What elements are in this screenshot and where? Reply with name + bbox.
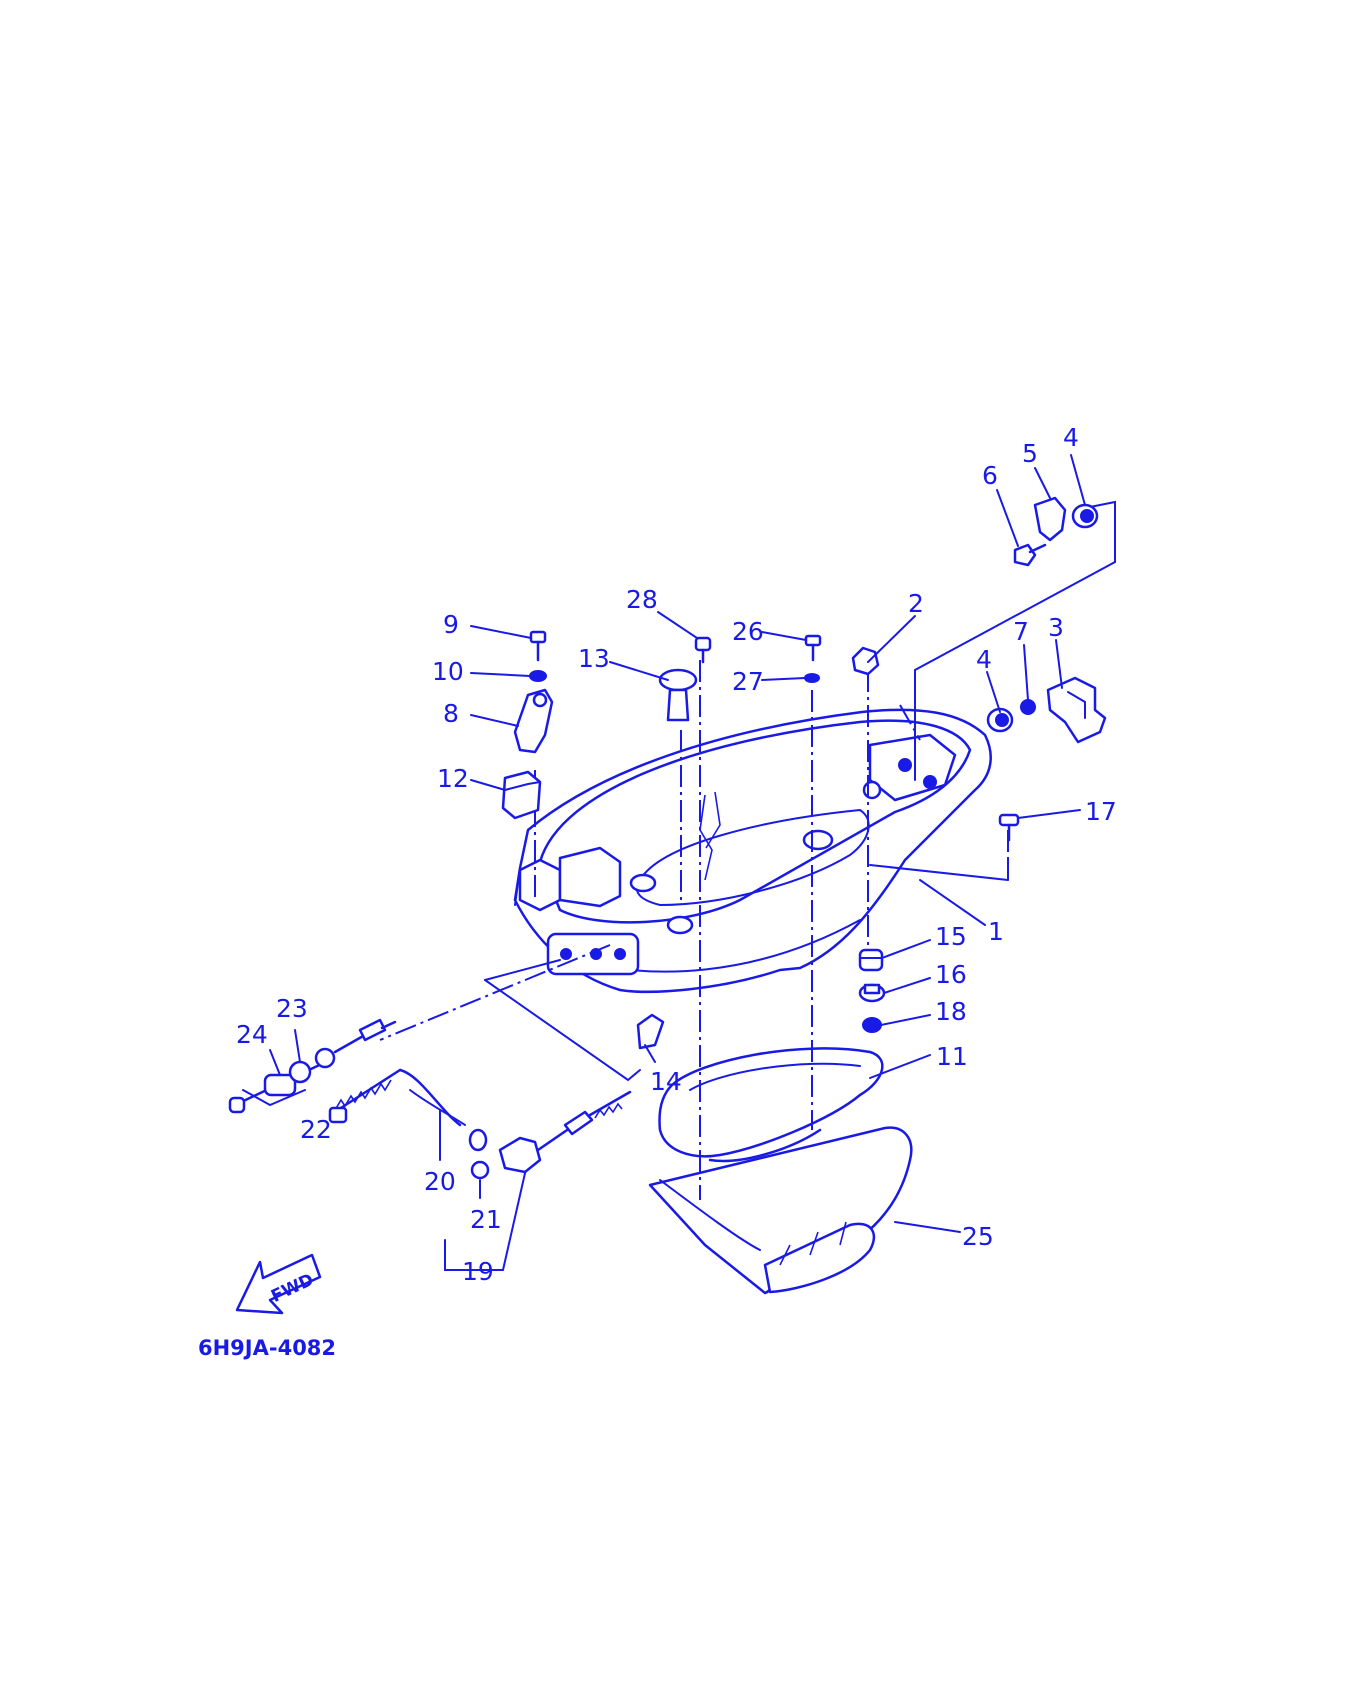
callout-19: 19 — [462, 1257, 494, 1286]
bushing-upper — [1071, 503, 1099, 529]
callout-10: 10 — [432, 657, 464, 686]
callout-15: 15 — [935, 922, 967, 951]
callout-11: 11 — [936, 1042, 968, 1071]
callout-12: 12 — [437, 764, 469, 793]
callout-18: 18 — [935, 997, 967, 1026]
callout-25: 25 — [962, 1222, 994, 1251]
bushing-lower — [986, 707, 1014, 733]
grommet-13 — [658, 668, 698, 722]
bracket-8 — [513, 688, 554, 754]
bolt-26 — [804, 634, 822, 662]
callout-labels: 1 2 3 4 4 5 6 7 8 9 10 11 12 13 14 15 16… — [236, 423, 1117, 1286]
callout-3: 3 — [1048, 613, 1064, 642]
cap-21 — [470, 1160, 490, 1180]
collar-16 — [858, 983, 886, 1003]
callout-14: 14 — [650, 1067, 682, 1096]
screw-28 — [694, 636, 712, 664]
callout-17: 17 — [1085, 797, 1117, 826]
callout-21: 21 — [470, 1205, 502, 1234]
lever-plate — [1033, 496, 1067, 542]
cable-plug-22 — [228, 1018, 397, 1114]
bottom-cowling — [513, 708, 992, 994]
callout-1: 1 — [988, 917, 1004, 946]
callout-2: 2 — [908, 589, 924, 618]
callout-6: 6 — [982, 461, 998, 490]
callout-22: 22 — [300, 1115, 332, 1144]
leader-lines — [269, 454, 1086, 1233]
callout-26: 26 — [732, 617, 764, 646]
bolt-9 — [529, 630, 547, 662]
screw-17 — [998, 813, 1020, 842]
fwd-arrow-icon: FWD — [235, 1253, 322, 1315]
callout-5: 5 — [1022, 439, 1038, 468]
callout-13: 13 — [578, 644, 610, 673]
callout-20: 20 — [424, 1167, 456, 1196]
bracket-lines — [242, 500, 1116, 1271]
callout-24: 24 — [236, 1020, 268, 1049]
nut-18 — [862, 1017, 882, 1033]
callout-27: 27 — [732, 667, 764, 696]
lanyard-20 — [328, 1068, 488, 1152]
clip-bracket — [1046, 676, 1107, 744]
washer — [1020, 699, 1036, 715]
callout-9: 9 — [443, 610, 459, 639]
callout-8: 8 — [443, 699, 459, 728]
callout-16: 16 — [935, 960, 967, 989]
washer-27 — [804, 673, 820, 683]
callout-7: 7 — [1013, 617, 1029, 646]
seal-gasket — [658, 1047, 884, 1163]
stop-switch-19 — [498, 1090, 632, 1174]
grommet — [851, 646, 880, 676]
callout-23: 23 — [276, 994, 308, 1023]
bottom-plate — [648, 1126, 913, 1295]
callout-4a: 4 — [976, 645, 992, 674]
washer-10 — [529, 670, 547, 682]
relay-12 — [501, 770, 542, 820]
callout-28: 28 — [626, 585, 658, 614]
bolt-6 — [1013, 543, 1047, 567]
clip-14 — [636, 1013, 665, 1050]
callout-4b: 4 — [1063, 423, 1079, 452]
center-lines — [379, 660, 1009, 1200]
damper-15 — [858, 948, 884, 972]
diagram-code: 6H9JA-4082 — [198, 1336, 336, 1360]
